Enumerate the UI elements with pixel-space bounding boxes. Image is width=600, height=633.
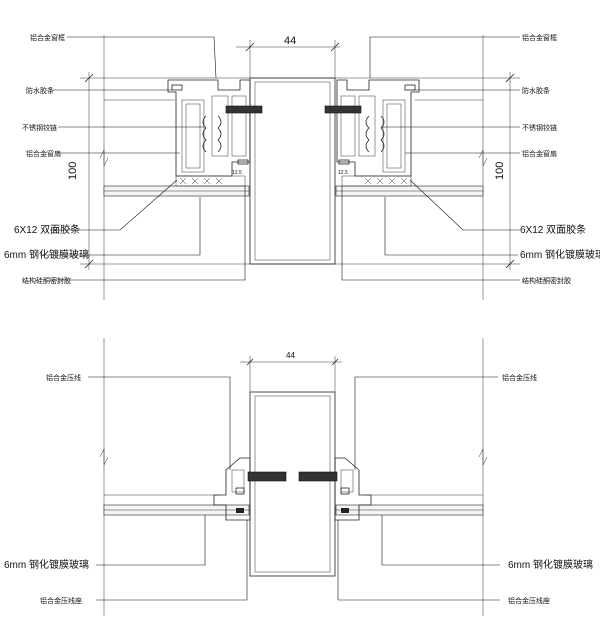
top-left-label-sash: 铝合金窗扇 [26, 149, 61, 158]
bottom-left-break-mark [99, 448, 109, 466]
left-break-mark [99, 149, 109, 167]
bottom-left-bead-profile [213, 457, 287, 521]
top-left-gap-mark: 12.5 [232, 170, 242, 176]
bottom-left-leaders [88, 376, 248, 601]
top-left-label-glass: 6mm 钢化镀膜玻璃 [4, 248, 89, 261]
right-height-dimension: 100 [494, 162, 506, 180]
top-right-label-frame: 铝合金窗框 [522, 33, 557, 42]
bottom-left-label-base: 铝合金压线座 [40, 596, 82, 605]
top-right-label-hinge: 不锈钢铰链 [522, 123, 557, 132]
top-width-dimension: 44 [284, 35, 296, 47]
bottom-right-label-base: 铝合金压线座 [508, 596, 550, 605]
top-right-label-strip: 防水胶条 [522, 86, 550, 95]
right-break-mark [478, 149, 488, 167]
top-left-frame-profile: 12.5 [167, 79, 263, 187]
top-left-label-tape: 6X12 双面胶条 [14, 223, 80, 236]
bottom-left-bolt [247, 471, 287, 482]
bottom-right-leaders [337, 376, 500, 601]
top-right-label-tape: 6X12 双面胶条 [520, 223, 586, 236]
top-left-label-strip: 防水胶条 [26, 86, 54, 95]
bottom-center-mullion [249, 391, 336, 577]
top-right-label-seal: 结构硅酮密封胶 [522, 276, 571, 285]
top-center-mullion [249, 77, 336, 265]
top-left-label-frame: 铝合金窗框 [30, 33, 65, 42]
left-height-dimension: 100 [67, 162, 79, 180]
bottom-right-bead-profile [298, 457, 372, 521]
top-right-leaders [341, 36, 520, 281]
bottom-right-break-mark [478, 448, 488, 466]
top-right-gap-mark: 12.5 [338, 170, 348, 176]
bottom-left-label-bead: 铝合金压线 [46, 373, 81, 382]
top-right-label-glass: 6mm 钢化镀膜玻璃 [520, 248, 600, 261]
top-right-frame-profile [324, 79, 420, 187]
bottom-width-dimension: 44 [286, 351, 295, 360]
bottom-right-label-glass: 6mm 钢化镀膜玻璃 [508, 558, 593, 571]
bottom-detail: 44 [4, 338, 593, 616]
top-left-label-hinge: 不锈钢铰链 [22, 123, 57, 132]
top-left-label-seal: 结构硅酮密封胶 [22, 276, 71, 285]
top-detail: 100 100 44 12.5 [4, 33, 600, 300]
top-left-leaders [40, 36, 246, 281]
bottom-left-label-glass: 6mm 钢化镀膜玻璃 [4, 558, 89, 571]
bottom-right-label-bead: 铝合金压线 [502, 373, 537, 382]
top-right-label-sash: 铝合金窗扇 [522, 149, 557, 158]
